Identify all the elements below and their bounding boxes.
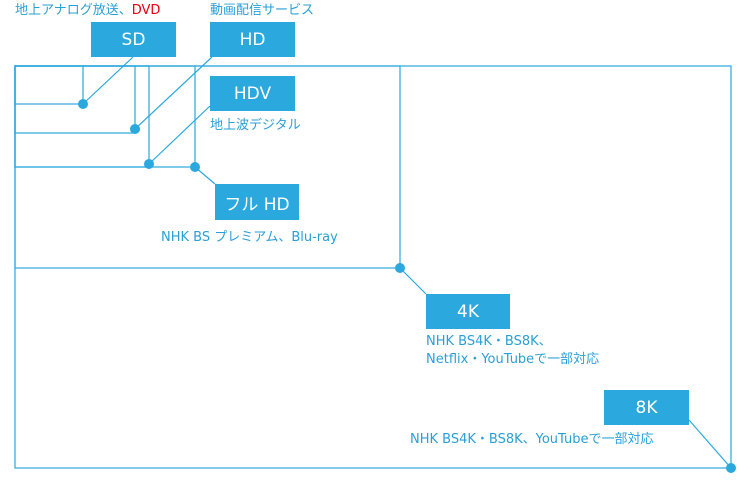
hd-caption: 動画配信サービス [210,3,315,18]
frame-hdv [14,65,150,168]
hd-label: HD [239,29,266,50]
leader-4k [399,267,427,295]
frame-hd [14,65,136,134]
4k-caption-line1: NHK BS4K・BS8K、 [426,334,552,349]
4k-label-box: 4K [426,294,510,329]
leader-hd [134,56,213,130]
corner-dot-hd [130,124,140,134]
8k-label: 8K [635,397,658,418]
fullhd-caption: NHK BS プレミアム、Blu-ray [161,230,338,245]
corner-dot-fullhd [190,162,200,172]
frame-sd [14,65,84,105]
8k-caption: NHK BS4K・BS8K、YouTubeで一部対応 [410,432,654,447]
sd-label: SD [121,29,146,50]
hdv-label: HDV [233,83,272,104]
leader-sd [82,56,134,105]
sd-caption-highlight: DVD [131,3,161,18]
4k-caption-line2: Netflix・YouTubeで一部対応 [426,352,600,367]
corner-dot-sd [78,99,88,109]
corner-dot-hdv [144,159,154,169]
8k-label-box: 8K [604,390,689,425]
hdv-caption: 地上波デジタル [210,118,301,133]
sd-label-box: SD [91,22,176,57]
sd-caption-text: 地上アナログ放送、 [15,3,132,18]
corner-dot-4k [395,263,405,273]
hd-label-box: HD [210,22,295,57]
hdv-label-box: HDV [210,76,295,111]
4k-label: 4K [457,301,479,322]
fullhd-label-box: フル HD [215,184,299,220]
sd-caption: 地上アナログ放送、DVD [15,3,160,18]
leader-hdv [148,105,211,165]
fullhd-label: フル HD [224,194,290,215]
corner-dot-8k [726,463,736,473]
frame-fullhd [14,65,196,168]
leader-8k [688,419,732,469]
